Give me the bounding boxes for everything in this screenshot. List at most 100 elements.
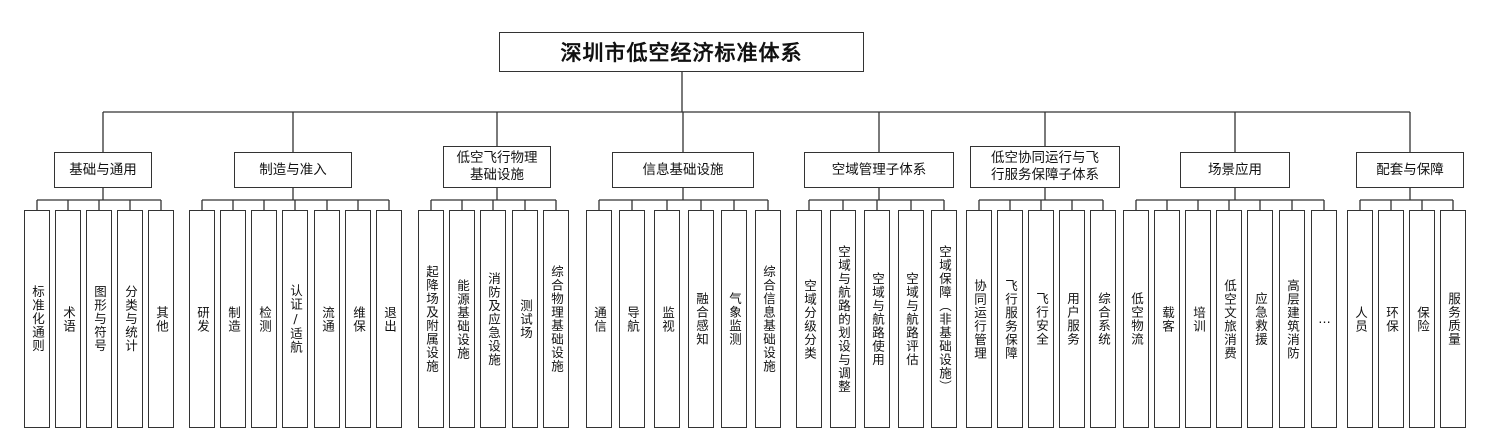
leaf-box: 空域与航路评估 xyxy=(898,210,924,428)
leaf-label: 服务质量 xyxy=(1446,292,1461,346)
leaf-box: 认证/适航 xyxy=(282,210,308,428)
category-box: 低空飞行物理 基础设施 xyxy=(443,146,551,188)
leaf-label: 导航 xyxy=(625,305,640,333)
leaf-label: 制造 xyxy=(226,305,241,333)
leaf-box: 分类与统计 xyxy=(117,210,143,428)
leaf-box: 综合系统 xyxy=(1090,210,1116,428)
leaf-box: 监视 xyxy=(654,210,680,428)
leaf-label: 能源基础设施 xyxy=(455,278,470,360)
leaf-label: 综合信息基础设施 xyxy=(761,265,776,373)
leaf-label: 图形与符号 xyxy=(92,285,107,353)
leaf-box: 服务质量 xyxy=(1440,210,1466,428)
leaf-box: 环保 xyxy=(1378,210,1404,428)
category-box: 场景应用 xyxy=(1180,152,1290,188)
leaf-box: 低空文旅消费 xyxy=(1216,210,1242,428)
leaf-box: 综合物理基础设施 xyxy=(543,210,569,428)
leaf-box: 测试场 xyxy=(512,210,538,428)
leaf-box: 消防及应急设施 xyxy=(480,210,506,428)
leaf-label: 测试场 xyxy=(518,298,533,340)
leaf-label: 流通 xyxy=(320,305,335,333)
leaf-label: 空域与航路的划设与调整 xyxy=(836,244,851,394)
leaf-box: 维保 xyxy=(345,210,371,428)
leaf-label: 飞行服务保障 xyxy=(1003,278,1018,360)
category-box: 信息基础设施 xyxy=(612,152,754,188)
leaf-label: 研发 xyxy=(195,305,210,333)
leaf-box: 空域保障（非基础设施） xyxy=(931,210,957,428)
leaf-box: 应急救援 xyxy=(1247,210,1273,428)
leaf-label: 维保 xyxy=(351,305,366,333)
leaf-label: 空域与航路评估 xyxy=(904,271,919,367)
leaf-box: 流通 xyxy=(314,210,340,428)
leaf-box: 综合信息基础设施 xyxy=(755,210,781,428)
leaf-label: 气象监测 xyxy=(727,292,742,346)
leaf-box: 载客 xyxy=(1154,210,1180,428)
leaf-box: 用户服务 xyxy=(1059,210,1085,428)
leaf-box: 标准化通则 xyxy=(24,210,50,428)
leaf-box: 空域分级分类 xyxy=(796,210,822,428)
leaf-label: 保险 xyxy=(1415,305,1430,333)
leaf-box: 空域与航路的划设与调整 xyxy=(830,210,856,428)
leaf-label: 其他 xyxy=(154,305,169,333)
leaf-box: 协同运行管理 xyxy=(966,210,992,428)
category-box: 制造与准入 xyxy=(234,152,352,188)
leaf-box: … xyxy=(1311,210,1337,428)
leaf-label: 空域保障（非基础设施） xyxy=(937,244,952,394)
leaf-box: 培训 xyxy=(1185,210,1211,428)
leaf-label: … xyxy=(1317,311,1332,327)
category-label: 场景应用 xyxy=(1208,161,1262,178)
category-label: 低空协同运行与飞 行服务保障子体系 xyxy=(991,150,1099,183)
leaf-label: 低空物流 xyxy=(1129,292,1144,346)
category-box: 低空协同运行与飞 行服务保障子体系 xyxy=(970,146,1120,188)
leaf-label: 通信 xyxy=(592,305,607,333)
category-label: 基础与通用 xyxy=(69,161,137,178)
leaf-label: 环保 xyxy=(1384,305,1399,333)
leaf-box: 高层建筑消防 xyxy=(1279,210,1305,428)
leaf-label: 综合物理基础设施 xyxy=(549,265,564,373)
leaf-box: 人员 xyxy=(1347,210,1373,428)
leaf-label: 用户服务 xyxy=(1065,292,1080,346)
leaf-label: 认证/适航 xyxy=(288,284,303,354)
category-box: 空域管理子体系 xyxy=(804,152,954,188)
leaf-box: 其他 xyxy=(148,210,174,428)
category-label: 信息基础设施 xyxy=(642,161,724,178)
leaf-label: 起降场及附属设施 xyxy=(424,265,439,373)
leaf-label: 综合系统 xyxy=(1096,292,1111,346)
leaf-label: 融合感知 xyxy=(694,292,709,346)
leaf-label: 分类与统计 xyxy=(123,285,138,353)
leaf-label: 监视 xyxy=(660,305,675,333)
leaf-label: 飞行安全 xyxy=(1034,292,1049,346)
leaf-label: 培训 xyxy=(1191,305,1206,333)
leaf-box: 制造 xyxy=(220,210,246,428)
leaf-box: 能源基础设施 xyxy=(449,210,475,428)
leaf-box: 图形与符号 xyxy=(86,210,112,428)
leaf-label: 退出 xyxy=(382,305,397,333)
leaf-box: 退出 xyxy=(376,210,402,428)
leaf-label: 协同运行管理 xyxy=(972,278,987,360)
leaf-label: 人员 xyxy=(1353,305,1368,333)
leaf-box: 融合感知 xyxy=(688,210,714,428)
leaf-box: 气象监测 xyxy=(721,210,747,428)
category-label: 低空飞行物理 基础设施 xyxy=(456,150,538,183)
leaf-box: 研发 xyxy=(189,210,215,428)
leaf-label: 空域与航路使用 xyxy=(870,271,885,367)
leaf-box: 检测 xyxy=(251,210,277,428)
category-box: 基础与通用 xyxy=(54,152,152,188)
leaf-label: 术语 xyxy=(61,305,76,333)
leaf-label: 标准化通则 xyxy=(30,285,45,353)
leaf-box: 起降场及附属设施 xyxy=(418,210,444,428)
category-label: 空域管理子体系 xyxy=(831,161,927,178)
root-title-text: 深圳市低空经济标准体系 xyxy=(560,41,803,65)
leaf-box: 通信 xyxy=(586,210,612,428)
leaf-box: 飞行安全 xyxy=(1028,210,1054,428)
leaf-box: 术语 xyxy=(55,210,81,428)
leaf-box: 飞行服务保障 xyxy=(997,210,1023,428)
leaf-label: 检测 xyxy=(257,305,272,333)
leaf-label: 消防及应急设施 xyxy=(486,271,501,367)
leaf-label: 高层建筑消防 xyxy=(1285,278,1300,360)
category-label: 制造与准入 xyxy=(259,161,327,178)
leaf-label: 载客 xyxy=(1160,305,1175,333)
category-box: 配套与保障 xyxy=(1356,152,1464,188)
leaf-box: 保险 xyxy=(1409,210,1435,428)
leaf-box: 空域与航路使用 xyxy=(864,210,890,428)
